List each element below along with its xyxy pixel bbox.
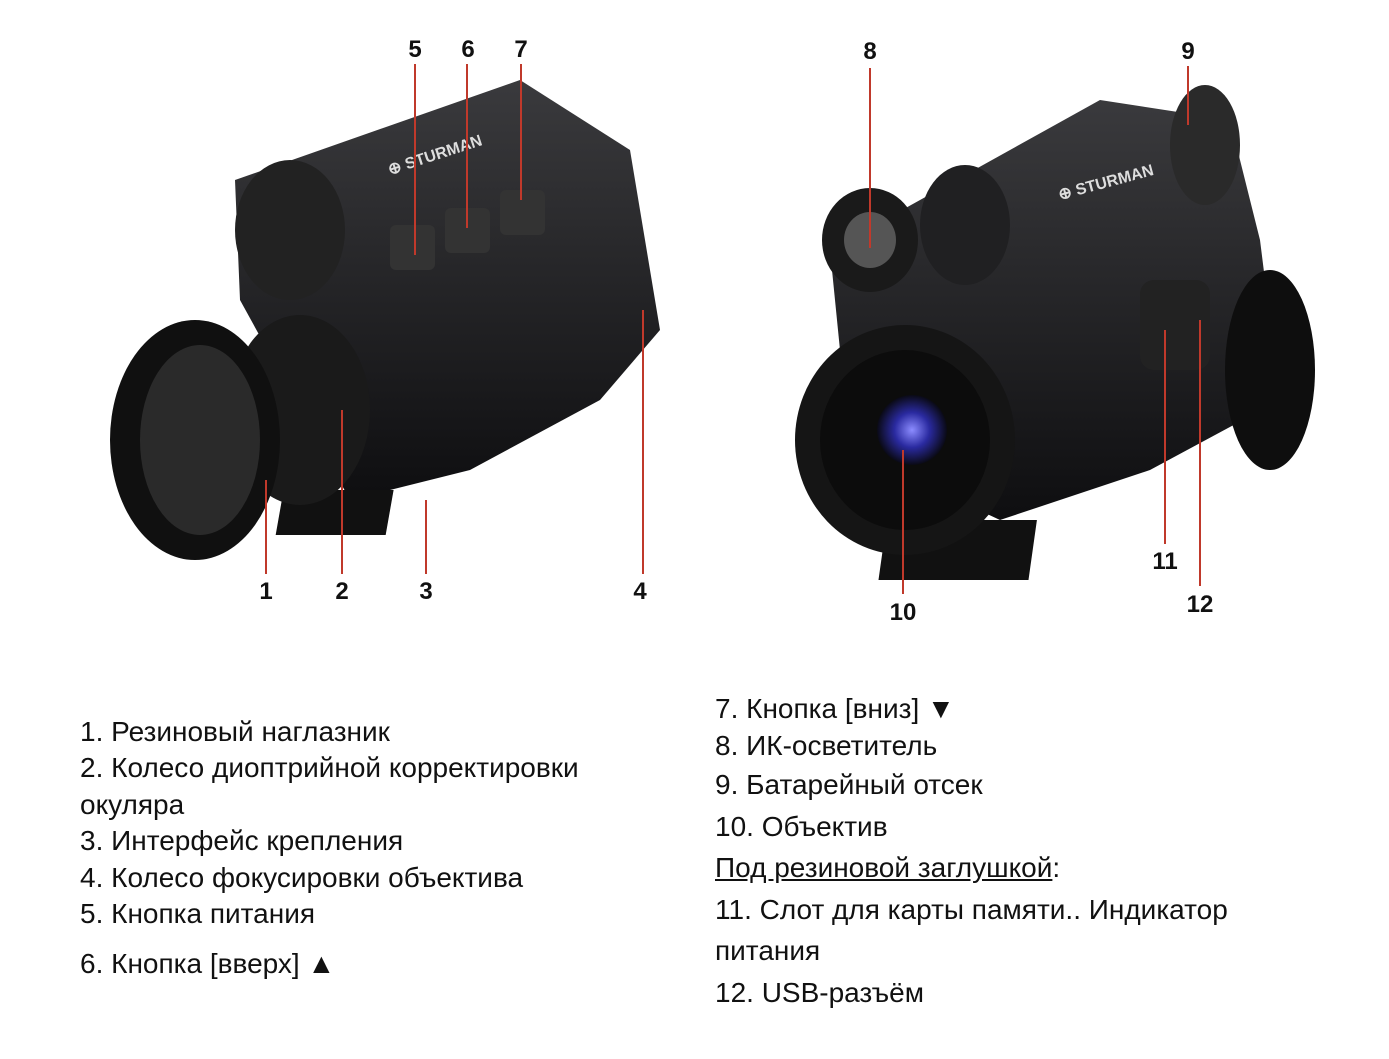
legend-item-3: 3. Интерфейс крепления <box>80 825 404 857</box>
callout-12: 12 <box>1187 591 1214 618</box>
legend-item-1: 1. Резиновый наглазник <box>80 716 390 747</box>
callout-7: 7 <box>514 36 527 63</box>
under-cap-heading: Под резиновой заглушкой: <box>715 847 1228 889</box>
legend-item-11: 11. Слот для карты памяти.. Индикатор <box>715 893 1228 925</box>
legend-item-2: 2. Колесо диоптрийной корректировки <box>80 752 579 784</box>
under-cap-label: Под резиновой заглушкой <box>715 852 1053 883</box>
legend-item-12: 12. USB-разъём <box>715 976 924 1008</box>
device-diagram: ⊕ STURMAN ⊕ STURMAN 5 6 7 1 2 3 <box>110 36 1315 626</box>
callout-6: 6 <box>461 36 474 63</box>
legend-item-9: 9. Батарейный отсек <box>715 769 983 800</box>
callout-2: 2 <box>335 578 348 605</box>
legend-item-6: 6. Кнопка [вверх] ▲ <box>80 948 336 980</box>
legend-item-4: 4. Колесо фокусировки объектива <box>80 861 524 893</box>
device-rear-view: ⊕ STURMAN <box>110 80 660 560</box>
legend-item-8: 8. ИК-осветитель <box>715 730 938 761</box>
legend-item-10: 10. Объектив <box>715 810 888 842</box>
callout-8: 8 <box>863 38 876 65</box>
leader-lines <box>265 64 1201 594</box>
callout-1: 1 <box>259 578 272 605</box>
legend-item-11-cont: питания <box>715 935 821 966</box>
callout-3: 3 <box>419 578 432 605</box>
legend-item-7: 7. Кнопка [вниз] ▼ <box>715 693 955 724</box>
legend-left: 1. Резиновый наглазник 2. Колесо диоптри… <box>80 714 579 983</box>
legend-item-2-cont: окуляра <box>80 788 185 820</box>
callout-4: 4 <box>633 578 647 605</box>
callout-10: 10 <box>890 599 917 626</box>
under-cap-colon: : <box>1052 852 1061 883</box>
callout-9: 9 <box>1181 38 1194 65</box>
device-front-view: ⊕ STURMAN <box>795 85 1315 580</box>
legend-item-5: 5. Кнопка питания <box>80 897 316 929</box>
callout-5: 5 <box>408 36 421 63</box>
legend-right: 7. Кнопка [вниз] ▼ 8. ИК-осветитель 9. Б… <box>715 690 1228 1013</box>
callout-11: 11 <box>1152 548 1177 575</box>
